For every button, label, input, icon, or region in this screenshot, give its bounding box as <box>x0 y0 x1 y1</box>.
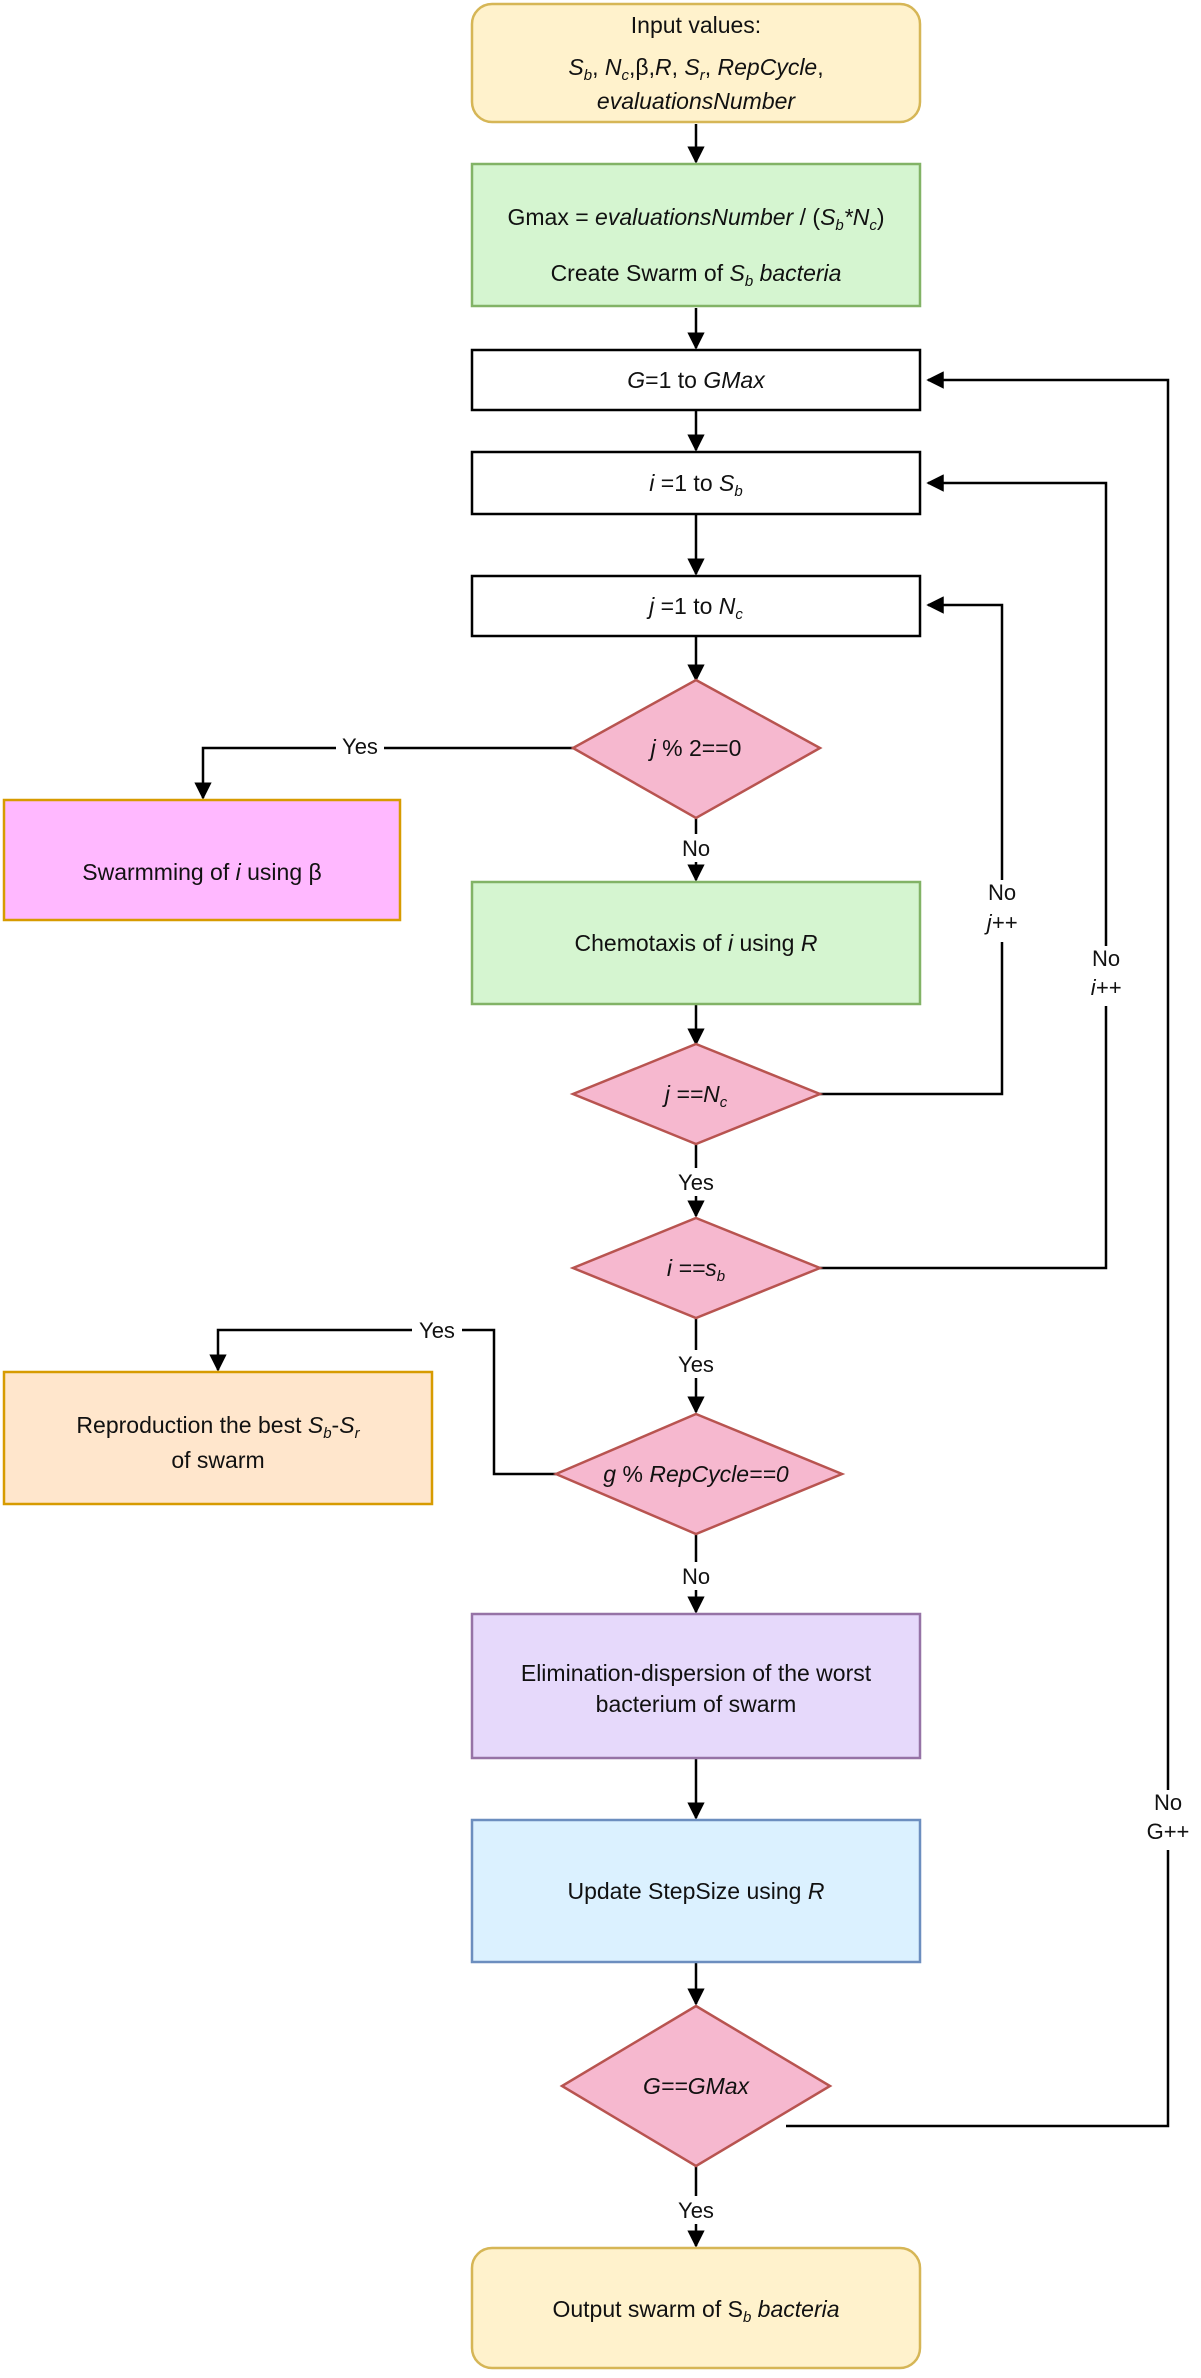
label-yes-j-nc: Yes <box>678 1170 714 1195</box>
loop-j-box <box>470 574 922 638</box>
swarmming-process <box>2 798 402 922</box>
label-no-jpp: No <box>988 880 1016 905</box>
label-yes-i-sb: Yes <box>678 1352 714 1377</box>
loop-g-box <box>470 348 922 412</box>
input-values-evaluations: evaluationsNumber <box>597 88 797 114</box>
create-swarm-text: Create Swarm of Sb bacteria <box>551 260 842 290</box>
decision-g-equals-gmax-label: G==GMax <box>643 2073 751 2099</box>
input-values-params: Sb, Nc,β,R, Sr, RepCycle, <box>568 54 823 84</box>
loop-i-box <box>470 450 922 516</box>
edge-cond-gmax-no-gpp <box>786 371 1170 2128</box>
reproduction-line2: of swarm <box>171 1447 264 1473</box>
label-no-ipp: No <box>1092 946 1120 971</box>
loop-j-label: j =1 to Nc <box>646 593 743 623</box>
output-terminal <box>470 2246 922 2370</box>
decision-i-equals-sb <box>569 1216 824 1320</box>
elimination-process <box>470 1612 922 1760</box>
label-no-chemotaxis: No <box>682 836 710 861</box>
edges <box>194 124 1170 2248</box>
edge-cond-j-nc-no-jpp <box>816 596 1004 1096</box>
decision-j-even-label: j % 2==0 <box>648 735 742 761</box>
loop-i-label: i =1 to Sb <box>649 470 742 500</box>
label-ipp: i++ <box>1091 975 1122 1000</box>
update-stepsize-process <box>470 1818 922 1964</box>
reproduction-line1: Reproduction the best Sb-Sr <box>76 1412 360 1442</box>
chemotaxis-label: Chemotaxis of i using R <box>575 930 818 956</box>
decision-repcycle <box>552 1412 846 1536</box>
decision-j-even <box>570 678 823 820</box>
update-stepsize-label: Update StepSize using R <box>567 1878 824 1904</box>
input-values-title: Input values: <box>631 12 761 38</box>
decision-g-equals-gmax <box>559 2004 833 2168</box>
output-label: Output swarm of Sb bacteria <box>552 2296 839 2326</box>
label-gpp: G++ <box>1147 1819 1190 1844</box>
swarmming-label: Swarmming of i using β <box>82 859 322 885</box>
input-values-terminal <box>470 2 922 124</box>
label-yes-output: Yes <box>678 2198 714 2223</box>
label-no-gpp: No <box>1154 1790 1182 1815</box>
edge-cond-j-even-yes <box>194 746 573 800</box>
gmax-process <box>470 162 922 308</box>
label-yes-swarming: Yes <box>342 734 378 759</box>
reproduction-process <box>2 1370 434 1506</box>
label-yes-reproduction: Yes <box>419 1318 455 1343</box>
loop-g-label: G=1 to GMax <box>627 367 766 393</box>
chemotaxis-process <box>470 880 922 1006</box>
label-no-elimination: No <box>682 1564 710 1589</box>
decision-j-equals-nc <box>569 1042 824 1146</box>
decision-j-equals-nc-label: j ==Nc <box>662 1081 728 1111</box>
gmax-formula: Gmax = evaluationsNumber / (Sb*Nc) <box>507 204 884 234</box>
decision-i-equals-sb-label: i ==sb <box>667 1255 725 1285</box>
edge-labels: Yes No No j++ No i++ Yes Yes Yes No No G… <box>336 732 1194 2224</box>
edge-cond-i-sb-no-ipp <box>816 474 1108 1270</box>
elimination-line2: bacterium of swarm <box>596 1691 797 1717</box>
label-jpp: j++ <box>984 910 1018 935</box>
edge-cond-repcycle-yes <box>209 1328 556 1476</box>
decision-repcycle-label: g % RepCycle==0 <box>603 1461 789 1487</box>
elimination-line1: Elimination-dispersion of the worst <box>521 1660 872 1686</box>
